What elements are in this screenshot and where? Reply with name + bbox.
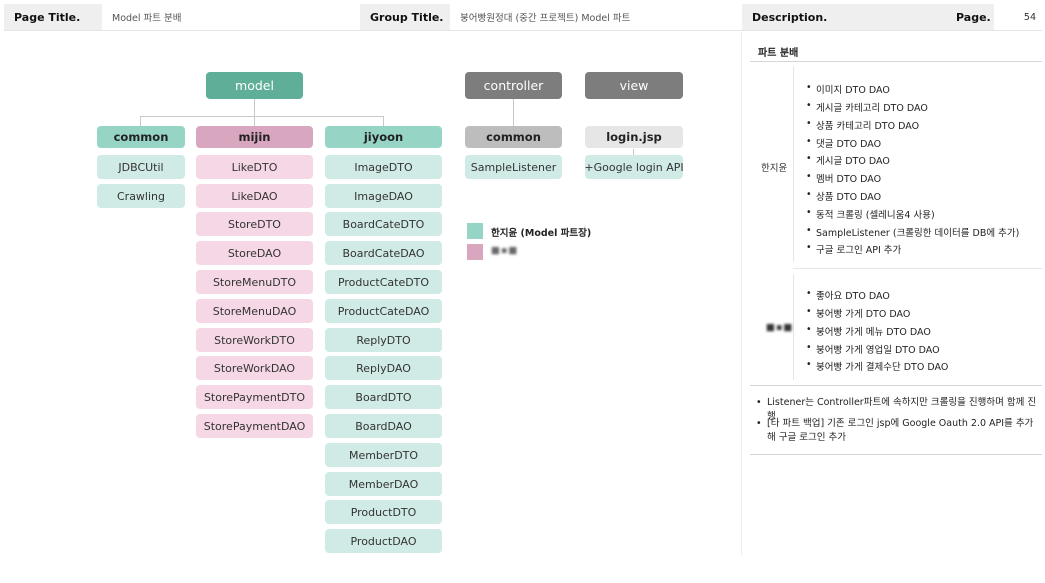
task-item: 좋아요 DTO DAO bbox=[806, 288, 890, 302]
panel-rule bbox=[750, 385, 1042, 386]
panel-title: 파트 분배 bbox=[758, 48, 799, 59]
task-item: 상품 DTO DAO bbox=[806, 189, 881, 203]
class-node: LikeDAO bbox=[196, 184, 313, 208]
connector bbox=[140, 116, 141, 126]
legend-swatch-pink bbox=[467, 244, 483, 260]
class-node: BoardDAO bbox=[325, 414, 442, 438]
class-node: +Google login API bbox=[584, 155, 684, 179]
controller-common-header: common bbox=[465, 126, 562, 148]
task-item: 멤버 DTO DAO bbox=[806, 171, 881, 185]
view-package-node: view bbox=[585, 72, 683, 99]
class-node: JDBCUtil bbox=[97, 155, 185, 179]
connector bbox=[383, 116, 384, 126]
class-node: StoreWorkDAO bbox=[196, 356, 313, 380]
class-node: ProductDAO bbox=[325, 529, 442, 553]
class-node: ProductCateDAO bbox=[325, 299, 442, 323]
connector bbox=[254, 99, 255, 117]
panel-rule bbox=[750, 454, 1042, 455]
group-title-value: 붕어빵원정대 (중간 프로젝트) Model 파트 bbox=[460, 13, 631, 24]
panel-rule bbox=[793, 268, 1042, 269]
class-node: StorePaymentDTO bbox=[196, 385, 313, 409]
login-jsp-header: login.jsp bbox=[585, 126, 683, 148]
class-node: LikeDTO bbox=[196, 155, 313, 179]
header-divider bbox=[4, 30, 1042, 31]
person1-name: 한지윤 bbox=[761, 163, 788, 174]
class-node: BoardCateDAO bbox=[325, 241, 442, 265]
class-node: BoardCateDTO bbox=[325, 212, 442, 236]
task-item: 이미지 DTO DAO bbox=[806, 82, 890, 96]
class-node: SampleListener bbox=[465, 155, 562, 179]
group-title-label: Group Title. bbox=[360, 4, 450, 30]
task-item: 구글 로그인 API 추가 bbox=[806, 242, 901, 256]
person2-name: ■▪■ bbox=[766, 322, 794, 333]
class-node: Crawling bbox=[97, 184, 185, 208]
task-item: 붕어빵 가게 메뉴 DTO DAO bbox=[806, 324, 931, 338]
task-item: 붕어빵 가게 영업일 DTO DAO bbox=[806, 342, 940, 356]
connector bbox=[633, 149, 634, 157]
mijin-package-header: mijin bbox=[196, 126, 313, 148]
page-title-value: Model 파트 분배 bbox=[112, 13, 182, 24]
task-item: 붕어빵 가게 결제수단 DTO DAO bbox=[806, 359, 948, 373]
legend-swatch-teal bbox=[467, 223, 483, 239]
class-node: ProductDTO bbox=[325, 500, 442, 524]
class-node: MemberDAO bbox=[325, 472, 442, 496]
page-number: 54 bbox=[1023, 11, 1036, 23]
panel-column-divider bbox=[793, 66, 794, 262]
panel-rule bbox=[750, 61, 1042, 62]
task-item: 댓글 DTO DAO bbox=[806, 136, 881, 150]
class-node: StoreMenuDTO bbox=[196, 270, 313, 294]
class-node: StoreDTO bbox=[196, 212, 313, 236]
class-node: ImageDAO bbox=[325, 184, 442, 208]
model-package-node: model bbox=[206, 72, 303, 99]
class-node: BoardDTO bbox=[325, 385, 442, 409]
jiyoon-package-header: jiyoon bbox=[325, 126, 442, 148]
description-label: Description. bbox=[742, 4, 946, 30]
class-node: ReplyDTO bbox=[325, 328, 442, 352]
class-node: StoreDAO bbox=[196, 241, 313, 265]
note-item: •Listener는 Controller파트에 속하지만 크롤링을 진행하며 … bbox=[756, 397, 1037, 422]
legend-label-pink: ■▪■ bbox=[491, 245, 519, 256]
task-item: 상품 카테고리 DTO DAO bbox=[806, 118, 919, 132]
legend-label-teal: 한지윤 (Model 파트장) bbox=[491, 228, 592, 239]
panel-column-divider bbox=[793, 274, 794, 380]
common-package-header: common bbox=[97, 126, 185, 148]
task-item: 게시글 카테고리 DTO DAO bbox=[806, 100, 928, 114]
page-label: Page. bbox=[946, 4, 994, 30]
task-item: 붕어빵 가게 DTO DAO bbox=[806, 306, 910, 320]
class-node: StoreWorkDTO bbox=[196, 328, 313, 352]
class-node: StoreMenuDAO bbox=[196, 299, 313, 323]
controller-package-node: controller bbox=[465, 72, 562, 99]
class-node: ReplyDAO bbox=[325, 356, 442, 380]
class-node: ImageDTO bbox=[325, 155, 442, 179]
note-item: •[타 파트 백업] 기존 로그인 jsp에 Google Oauth 2.0 … bbox=[756, 418, 1034, 443]
connector bbox=[513, 99, 514, 126]
connector bbox=[140, 116, 384, 117]
class-node: MemberDTO bbox=[325, 443, 442, 467]
task-item: 게시글 DTO DAO bbox=[806, 153, 890, 167]
connector bbox=[254, 116, 255, 126]
panel-divider bbox=[741, 32, 742, 556]
page-title-label: Page Title. bbox=[4, 4, 102, 30]
task-item: SampleListener (크롤링한 데이터를 DB에 추가) bbox=[806, 225, 1019, 239]
task-item: 동적 크롤링 (셀레니움4 사용) bbox=[806, 207, 935, 221]
class-node: StorePaymentDAO bbox=[196, 414, 313, 438]
class-node: ProductCateDTO bbox=[325, 270, 442, 294]
